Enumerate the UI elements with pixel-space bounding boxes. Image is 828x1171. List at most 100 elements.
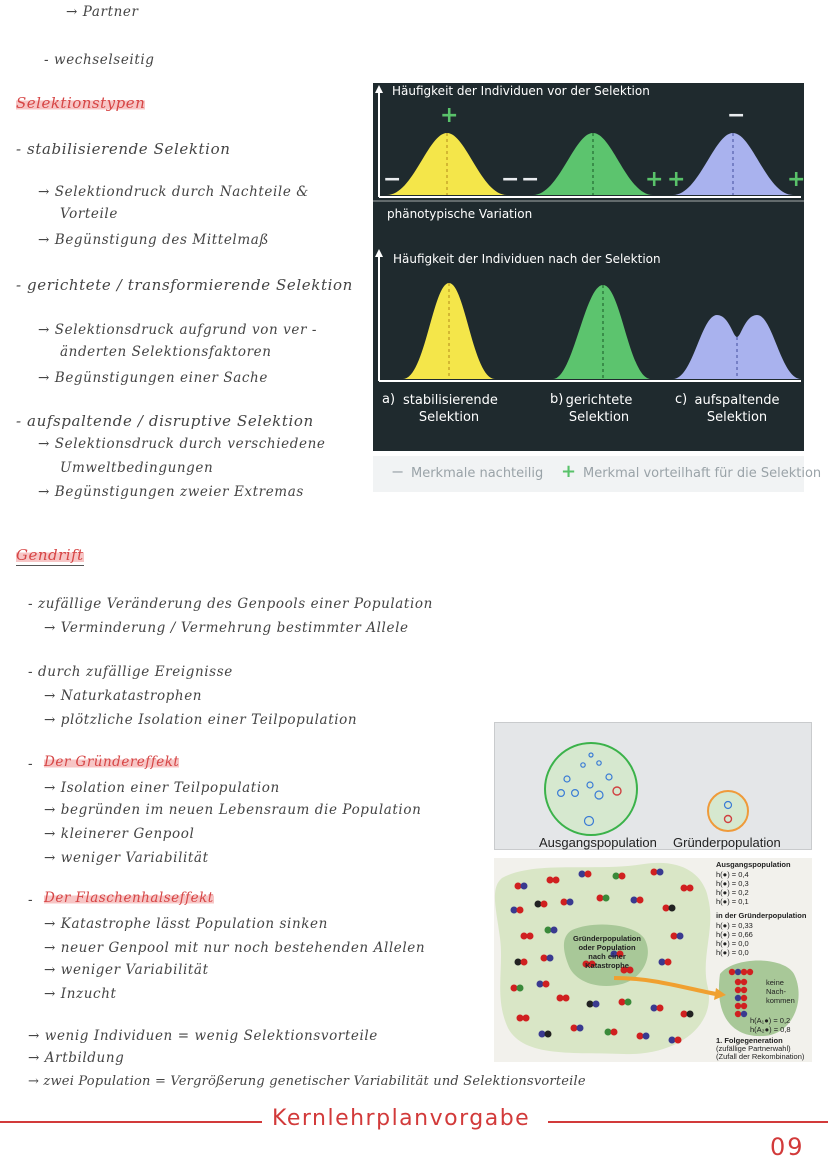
caption-a-letter: a) [382,392,396,407]
label-before-selection: Häufigkeit der Individuen vor der Selekt… [392,84,650,98]
note-auf-1a: → Selektionsdruck durch verschiedene [38,436,326,452]
footer-line-right [548,1121,828,1123]
source-population-circle [544,742,638,836]
footer-title: Kernlehrplanvorgabe [272,1106,531,1131]
legend-plus-text: Merkmal vorteilhaft für die Selektion [583,466,822,481]
founder-circles-graphic [544,742,749,836]
note-fh-1: → Katastrophe lässt Population sinken [44,916,328,932]
ph-a4: h(●) = 0,1 [716,897,749,906]
plus-marker-b-1: + [645,167,664,192]
ph-keine-nachkommen: keine Nach- kommen [766,978,795,1005]
heading-flaschenhalseffekt: Der Flaschenhalseffekt [44,890,214,906]
caption-a: stabilisierende Selektion [403,393,498,425]
ph-g2: h(●) = 0,66 [716,930,753,939]
note-ger-2: → Begünstigungen einer Sache [38,370,268,386]
plus-marker-a: + [440,103,459,128]
note-gd-1a: → Verminderung / Vermehrung bestimmter A… [44,620,409,636]
note-auf-1b: Umweltbedingungen [60,460,214,476]
plus-marker-b-2: + [667,167,686,192]
legend-plus-symbol: + [561,461,577,482]
caption-c-letter: c) [675,392,688,407]
label-phenotypic-variation: phänotypische Variation [387,207,533,221]
plus-marker-c: + [787,167,806,192]
ph-g3: h(●) = 0,0 [716,939,749,948]
label-after-selection: Häufigkeit der Individuen nach der Selek… [393,252,661,266]
population-dots-graphic [494,862,799,1055]
ph-folge-2: (Zufall der Rekombination) [716,1052,805,1061]
minus-marker-a-right: − [501,167,520,192]
footer-line-left [0,1121,262,1123]
transfer-arrow [613,976,717,996]
heading-flaschenhalseffekt-text: Der Flaschenhalseffekt [44,890,214,906]
caption-b: gerichtete Selektion [565,393,633,425]
note-fh-4: → Inzucht [44,986,117,1002]
ph-folge-heading: 1. Folgegeneration [716,1036,783,1045]
next-generation-dots [728,968,754,1018]
note-gr-2: → begründen im neuen Lebensraum die Popu… [44,802,422,818]
caption-b-letter: b) [550,392,564,407]
note-gd-2: - durch zufällige Ereignisse [28,664,233,680]
axis-bottom-arrow [375,249,383,257]
note-fh-3: → weniger Variabilität [44,962,209,978]
curve-bottom-blue [673,315,801,379]
note-gd-1: - zufällige Veränderung des Genpools ein… [28,596,433,612]
legend-minus-symbol: − [391,462,405,481]
heading-gruendereffekt-text: Der Gründereffekt [44,754,180,770]
ph-g4: h(●) = 0,0 [716,948,749,957]
founder-effect-diagram: Ausgangspopulation Gründerpopulation [494,722,812,850]
note-end-3: → zwei Population = Vergrößerung genetis… [28,1074,586,1089]
label-ausgangspopulation: Ausgangspopulation [539,835,657,850]
note-stab-2: → Begünstigung des Mittelmaß [38,232,269,248]
note-gr-dash: - [28,756,34,772]
ph-a1: h(●) = 0,4 [716,870,749,879]
founder-population-circle [707,790,749,832]
page-number: 09 [770,1133,805,1161]
note-ger-1b: änderten Selektionsfaktoren [60,344,272,360]
note-partner: → Partner [66,4,139,20]
note-auf-2: → Begünstigungen zweier Extremas [38,484,304,500]
selection-curves-graphic [373,85,804,382]
ph-gruender-heading: in der Gründerpopulation [716,911,807,920]
selection-types-figure: Häufigkeit der Individuen vor der Selekt… [373,83,806,451]
ph-f2: h(A₂●) = 0,8 [750,1025,791,1034]
note-gd-2b: → plötzliche Isolation einer Teilpopulat… [44,712,358,728]
note-end-1: → wenig Individuen = wenig Selektionsvor… [28,1028,378,1044]
note-fh-2: → neuer Genpool mit nur noch bestehenden… [44,940,426,956]
ph-center-label: Gründerpopulation oder Population nach e… [573,934,641,970]
ph-a3: h(●) = 0,2 [716,888,749,897]
ph-g1: h(●) = 0,33 [716,921,753,930]
note-stab-1a: → Selektiondruck durch Nachteile & [38,184,309,200]
curve-bottom-green [553,285,651,379]
note-stab-1b: Vorteile [60,206,118,222]
label-gruenderpopulation: Gründerpopulation [673,835,781,850]
note-aufspaltend: - aufspaltende / disruptive Selektion [16,412,314,430]
ph-f1: h(A₁●) = 0,2 [750,1016,791,1025]
minus-marker-b: − [521,167,540,192]
heading-selektionstypen-text: Selektionstypen [16,94,146,112]
note-end-2: → Artbildung [28,1050,125,1066]
note-gr-1: → Isolation einer Teilpopulation [44,780,280,796]
population-allele-diagram: Ausgangspopulation h(●) = 0,4 h(●) = 0,3… [494,858,812,1062]
note-gr-4: → weniger Variabilität [44,850,209,866]
note-gr-3: → kleinerer Genpool [44,826,195,842]
note-fh-dash: - [28,892,34,908]
note-gd-2a: → Naturkatastrophen [44,688,203,704]
minus-marker-a-left: − [383,167,402,192]
note-wechselseitig: - wechselseitig [44,52,155,68]
heading-selektionstypen: Selektionstypen [16,94,146,112]
heading-gendrift: Gendrift [16,546,84,566]
legend-minus-text: Merkmale nachteilig [411,466,544,481]
heading-gendrift-text: Gendrift [16,546,84,566]
heading-gruendereffekt: Der Gründereffekt [44,754,180,770]
axis-top-arrow [375,85,383,93]
ph-ausgang-heading: Ausgangspopulation [716,860,791,869]
population-dots [510,868,694,1044]
caption-c: aufspaltende Selektion [694,393,780,425]
ph-a2: h(●) = 0,3 [716,879,749,888]
selection-legend: − Merkmale nachteilig + Merkmal vorteilh… [373,456,821,492]
note-gerichtet: - gerichtete / transformierende Selektio… [16,276,353,294]
minus-marker-c: − [727,103,746,128]
ph-folge-1: (zufällige Partnerwahl) [716,1044,791,1053]
note-ger-1a: → Selektionsdruck aufgrund von ver - [38,322,318,338]
note-stabilisierend: - stabilisierende Selektion [16,140,231,158]
